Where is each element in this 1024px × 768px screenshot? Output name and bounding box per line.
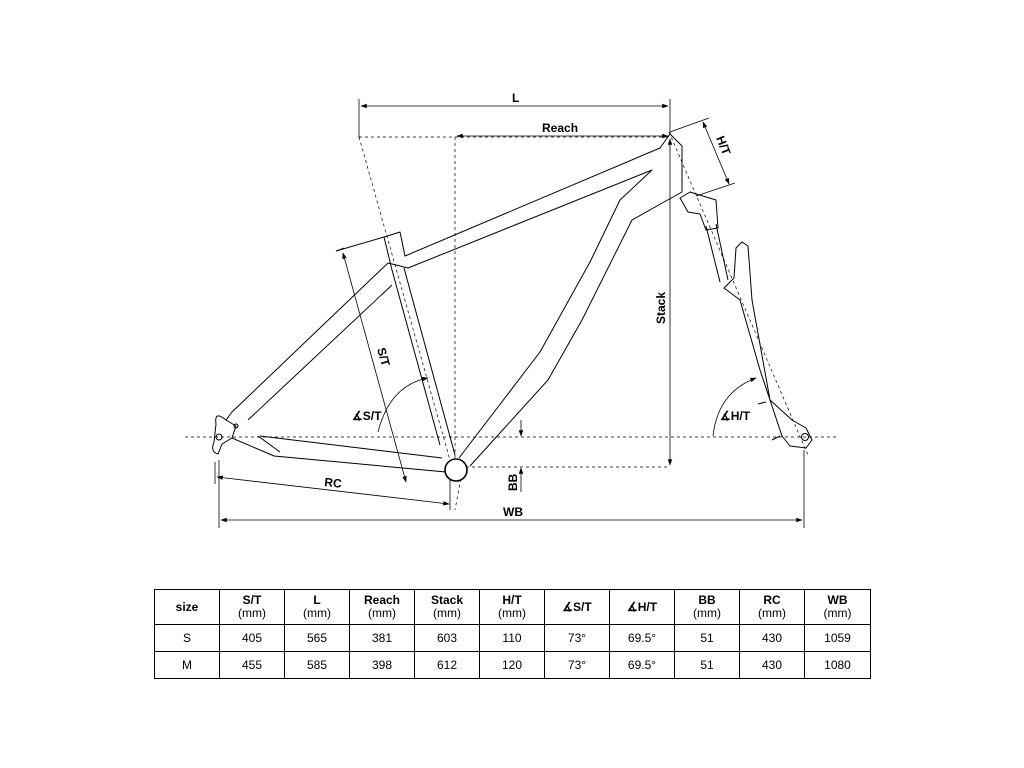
cell-st-angle: 73° bbox=[544, 624, 610, 652]
suspension-fork bbox=[679, 191, 813, 449]
construction-lines bbox=[185, 131, 838, 511]
label-l: L bbox=[512, 91, 519, 105]
label-st: S/T bbox=[374, 346, 393, 368]
seat-tube bbox=[383, 236, 456, 456]
cell-ht-angle: 69.5° bbox=[609, 651, 675, 679]
frame-outline-outer bbox=[335, 133, 683, 467]
cell-st-angle: 73° bbox=[544, 651, 610, 679]
cell-reach: 398 bbox=[349, 651, 415, 679]
frame-outline-inner bbox=[387, 169, 653, 459]
header-wb: WB(mm) bbox=[804, 589, 871, 625]
label-bb: BB bbox=[506, 473, 520, 491]
header-reach: Reach(mm) bbox=[349, 589, 415, 625]
frame-geometry-diagram: L Reach H/T Stack S/T ∡S/T ∡H/T RC BB WB bbox=[185, 91, 838, 528]
cell-reach: 381 bbox=[349, 624, 415, 652]
label-stack: Stack bbox=[654, 292, 668, 324]
label-rc: RC bbox=[324, 475, 343, 491]
label-reach: Reach bbox=[542, 121, 578, 135]
cell-rc: 430 bbox=[739, 651, 805, 679]
header-st-angle: ∡S/T bbox=[544, 589, 610, 625]
cell-wb: 1059 bbox=[804, 624, 871, 652]
cell-st: 405 bbox=[219, 624, 285, 652]
cell-rc: 430 bbox=[739, 624, 805, 652]
rear-dropout bbox=[212, 415, 237, 455]
header-bb: BB(mm) bbox=[674, 589, 740, 625]
label-ht: H/T bbox=[713, 134, 733, 158]
header-ht-angle: ∡H/T bbox=[609, 589, 675, 625]
header-ht: H/T(mm) bbox=[479, 589, 545, 625]
cell-bb: 51 bbox=[674, 624, 740, 652]
cell-size: S bbox=[154, 624, 220, 652]
chain-stay bbox=[231, 435, 447, 473]
table-row: M 455 585 398 612 120 73° 69.5° 51 430 1… bbox=[154, 651, 871, 679]
cell-stack: 603 bbox=[414, 624, 480, 652]
cell-stack: 612 bbox=[414, 651, 480, 679]
header-l: L(mm) bbox=[284, 589, 350, 625]
cell-size: M bbox=[154, 651, 220, 679]
header-st: S/T(mm) bbox=[219, 589, 285, 625]
label-ht-angle: ∡H/T bbox=[720, 409, 751, 423]
bottom-bracket bbox=[444, 458, 468, 482]
cell-ht-angle: 69.5° bbox=[609, 624, 675, 652]
cell-wb: 1080 bbox=[804, 651, 871, 679]
cell-l: 565 bbox=[284, 624, 350, 652]
cell-ht: 110 bbox=[479, 624, 545, 652]
header-stack: Stack(mm) bbox=[414, 589, 480, 625]
table-header-row: size S/T(mm) L(mm) Reach(mm) Stack(mm) H… bbox=[154, 589, 871, 625]
cell-l: 585 bbox=[284, 651, 350, 679]
label-wb: WB bbox=[503, 505, 523, 519]
bike-frame bbox=[212, 133, 683, 473]
table-row: S 405 565 381 603 110 73° 69.5° 51 430 1… bbox=[154, 624, 871, 652]
dimension-lines bbox=[214, 99, 805, 528]
geometry-table: size S/T(mm) L(mm) Reach(mm) Stack(mm) H… bbox=[154, 589, 871, 679]
cell-st: 455 bbox=[219, 651, 285, 679]
header-size: size bbox=[154, 589, 220, 625]
label-st-angle: ∡S/T bbox=[352, 409, 382, 423]
cell-bb: 51 bbox=[674, 651, 740, 679]
cell-ht: 120 bbox=[479, 651, 545, 679]
header-rc: RC(mm) bbox=[739, 589, 805, 625]
